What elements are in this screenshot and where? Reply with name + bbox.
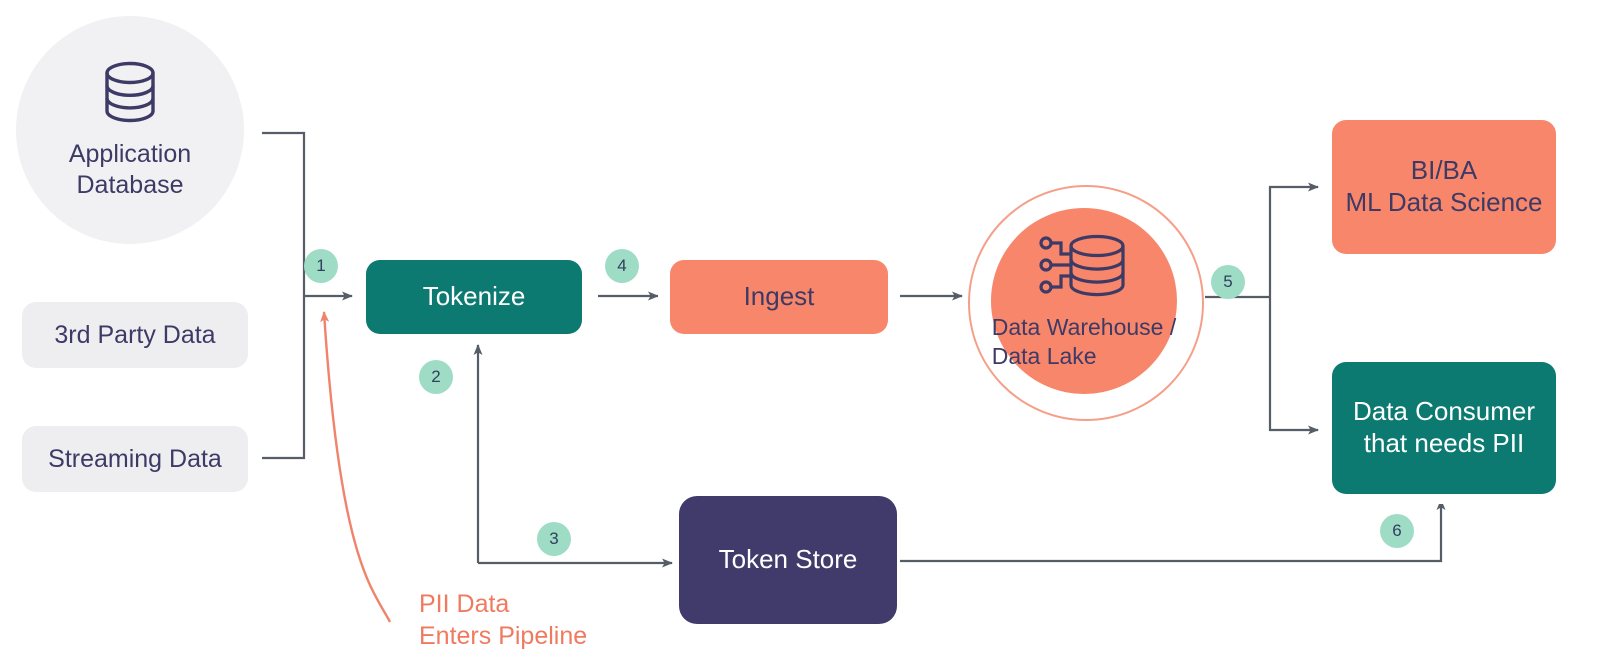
node-third-party-data[interactable]: 3rd Party Data (22, 302, 248, 368)
application-database-label: Application Database (68, 140, 192, 199)
ingest-label: Ingest (743, 281, 815, 312)
database-icon (101, 60, 159, 132)
wire-sources-to-tokenize (262, 131, 353, 460)
network-database-icon (1038, 232, 1130, 307)
wire-tokenize-tokenstore (473, 344, 673, 568)
step-badge-5: 5 (1211, 265, 1245, 299)
node-token-store[interactable]: Token Store (679, 496, 897, 624)
node-ingest[interactable]: Ingest (670, 260, 888, 334)
third-party-data-label: 3rd Party Data (54, 320, 216, 349)
step-badge-3: 3 (537, 522, 571, 556)
node-application-database[interactable]: Application Database (16, 16, 244, 244)
tokenize-label: Tokenize (422, 281, 526, 312)
step-badge-6: 6 (1380, 514, 1414, 548)
data-consumer-label: Data Consumer that needs PII (1352, 396, 1536, 458)
node-data-warehouse[interactable]: Data Warehouse / Data Lake (991, 208, 1177, 394)
streaming-data-label: Streaming Data (48, 444, 222, 473)
wire-pii-annotation (320, 311, 392, 623)
pii-annotation-label: PII Data Enters Pipeline (419, 590, 588, 650)
wire-tokenstore-to-consumer (900, 499, 1446, 563)
bi-ba-label: BI/BA ML Data Science (1345, 155, 1543, 217)
node-bi-ba-ml[interactable]: BI/BA ML Data Science (1332, 120, 1556, 254)
node-data-consumer[interactable]: Data Consumer that needs PII (1332, 362, 1556, 494)
node-tokenize[interactable]: Tokenize (366, 260, 582, 334)
node-streaming-data[interactable]: Streaming Data (22, 426, 248, 492)
step-badge-1: 1 (304, 249, 338, 283)
wire-warehouse-to-consumers (1205, 182, 1319, 435)
data-warehouse-label: Data Warehouse / Data Lake (991, 313, 1177, 369)
step-badge-4: 4 (605, 249, 639, 283)
step-badge-2: 2 (419, 360, 453, 394)
token-store-label: Token Store (718, 544, 858, 575)
